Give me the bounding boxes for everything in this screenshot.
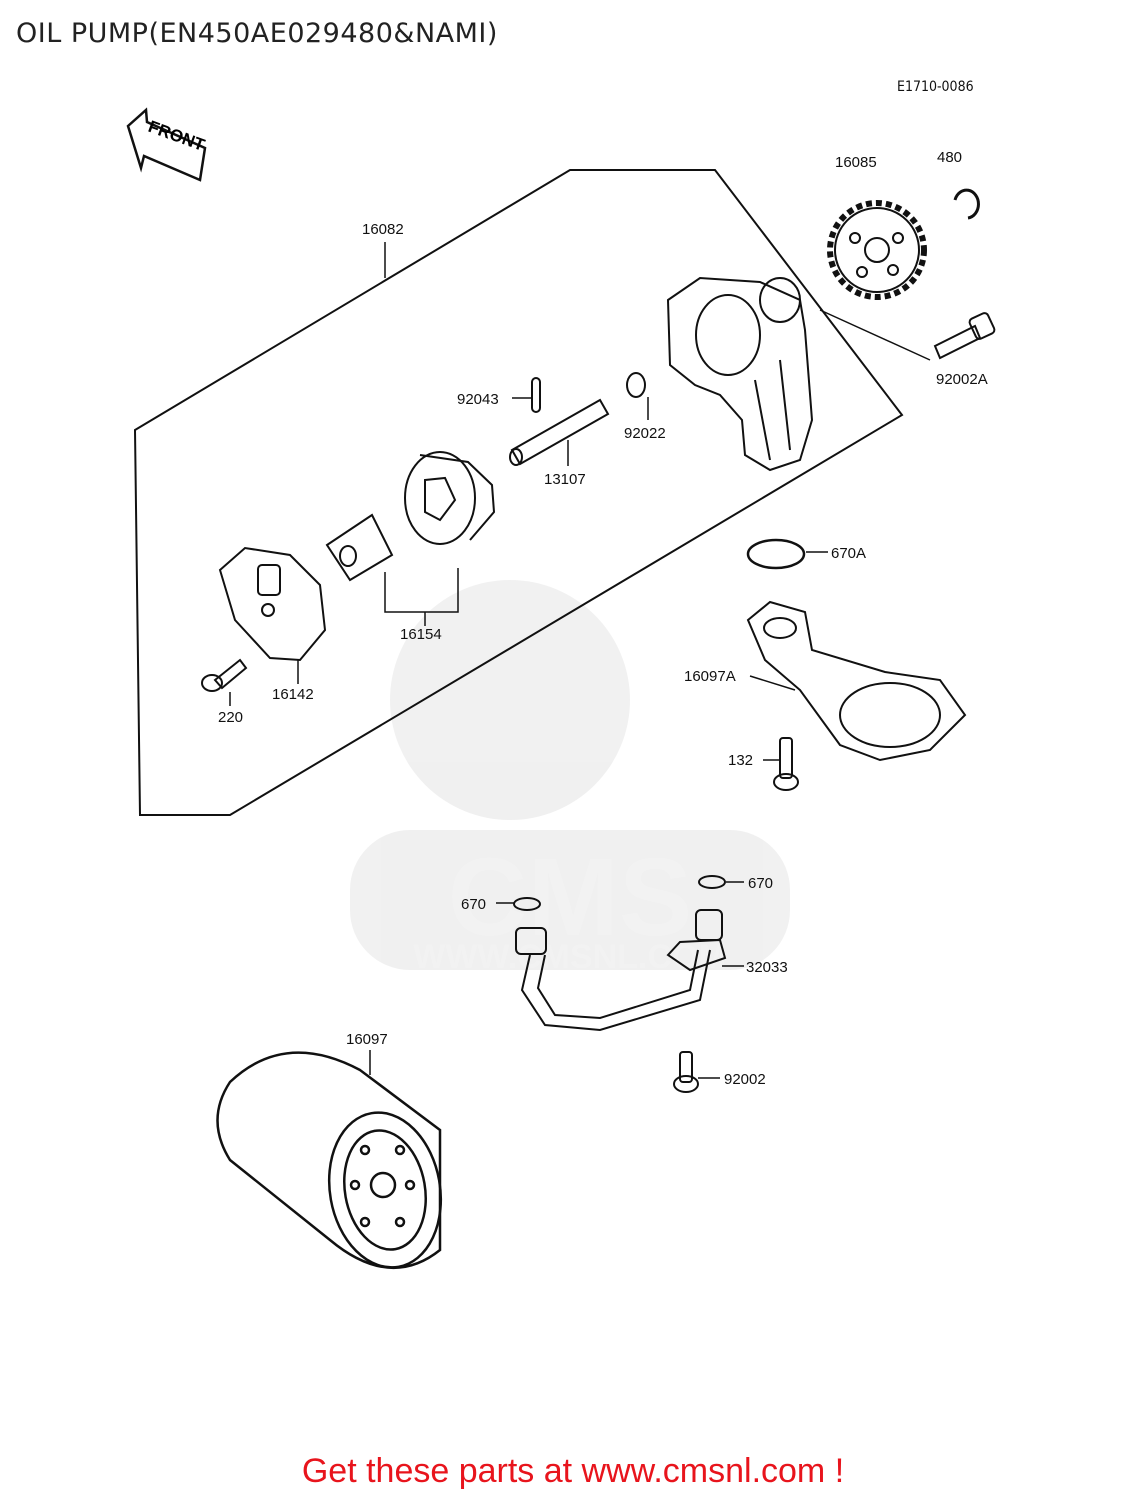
bolt-132 xyxy=(773,737,799,791)
label-670A[interactable]: 670A xyxy=(831,545,866,562)
circlip-480 xyxy=(953,188,980,220)
leader-16097A xyxy=(749,675,796,691)
label-220[interactable]: 220 xyxy=(218,709,243,726)
diagram-code: E1710-0086 xyxy=(897,79,974,95)
shaft-13107 xyxy=(509,398,610,466)
leader-92002A xyxy=(819,309,931,361)
screw-220 xyxy=(201,658,248,692)
oring-670-right xyxy=(698,875,726,889)
label-16142[interactable]: 16142 xyxy=(272,686,314,703)
footer-link[interactable]: Get these parts at www.cmsnl.com ! xyxy=(301,1452,845,1490)
label-92002[interactable]: 92002 xyxy=(724,1071,766,1088)
label-16154[interactable]: 16154 xyxy=(400,626,442,643)
cms-watermark: CMS WWW.CMSNL.COM xyxy=(350,580,790,976)
label-92043[interactable]: 92043 xyxy=(457,391,499,408)
label-16082[interactable]: 16082 xyxy=(362,221,404,238)
label-32033[interactable]: 32033 xyxy=(746,959,788,976)
label-16097A[interactable]: 16097A xyxy=(684,668,736,685)
inner-rotor xyxy=(325,513,394,582)
watermark-url: WWW.CMSNL.COM xyxy=(413,938,727,976)
assembly-outline xyxy=(133,169,904,816)
label-132[interactable]: 132 xyxy=(728,752,753,769)
dowel-92043 xyxy=(531,377,541,413)
label-670-left[interactable]: 670 xyxy=(461,896,486,913)
label-16097[interactable]: 16097 xyxy=(346,1031,388,1048)
pipe-32033 xyxy=(515,909,727,1032)
outer-rotor xyxy=(404,451,496,545)
strainer-16097A xyxy=(746,600,967,762)
front-label: FRONT xyxy=(146,117,208,155)
label-92002A[interactable]: 92002A xyxy=(936,371,988,388)
leader-16154 xyxy=(384,568,459,613)
label-16085[interactable]: 16085 xyxy=(835,154,877,171)
oring-670-left xyxy=(513,897,541,911)
page-title: OIL PUMP(EN450AE029480&NAMI) xyxy=(16,18,498,49)
exploded-parts-diagram: CMS WWW.CMSNL.COM FRONT xyxy=(126,107,996,1269)
cover-16142 xyxy=(218,546,327,662)
oil-filter-16097 xyxy=(216,1051,443,1269)
label-670-right[interactable]: 670 xyxy=(748,875,773,892)
label-13107[interactable]: 13107 xyxy=(544,471,586,488)
label-92022[interactable]: 92022 xyxy=(624,425,666,442)
watermark-brand: CMS xyxy=(448,836,692,959)
oring-670A xyxy=(746,538,806,570)
label-480[interactable]: 480 xyxy=(937,149,962,166)
bolt-92002A xyxy=(933,312,996,360)
front-arrow-icon: FRONT xyxy=(126,107,208,182)
gear-16085 xyxy=(827,200,927,300)
bolt-92002 xyxy=(673,1051,699,1093)
washer-92022 xyxy=(626,372,646,398)
pump-body xyxy=(666,276,814,472)
